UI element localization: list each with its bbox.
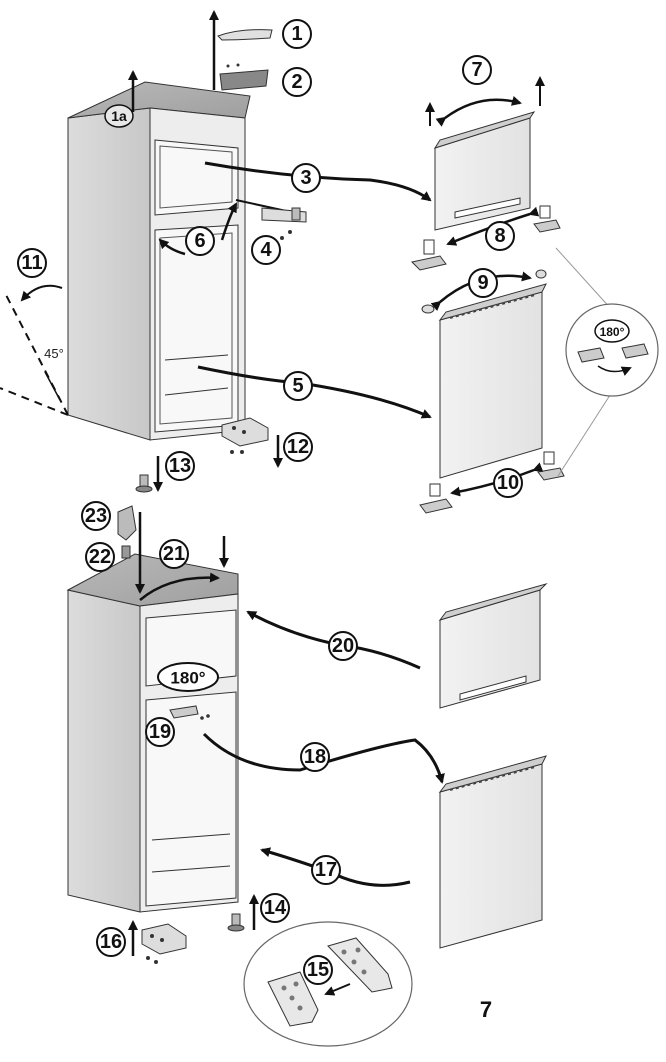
svg-text:15: 15 [307,959,329,981]
callout-19: 19 [145,717,175,747]
svg-text:19: 19 [149,721,171,743]
svg-text:12: 12 [287,436,309,458]
svg-text:22: 22 [89,546,111,568]
callout-12: 12 [283,432,313,462]
svg-text:21: 21 [163,543,185,565]
svg-text:1a: 1a [111,108,127,124]
callout-7: 7 [462,55,492,85]
callout-8: 8 [485,221,515,251]
rotate-badge: 180° [157,662,219,692]
bottom-hinge-b [128,920,187,964]
callout-13: 13 [165,451,195,481]
top-hinge-part [219,63,269,91]
svg-text:20: 20 [332,635,354,657]
hinge-part-19 [169,705,210,720]
svg-text:4: 4 [260,239,272,261]
tilt-guide: 45° [0,284,69,416]
callout-4: 4 [251,235,281,265]
callout-5: 5 [283,371,313,401]
rotate-detail-label: 180° [600,325,625,339]
svg-text:23: 23 [85,505,107,527]
callout-20: 20 [328,631,358,661]
fridge-top-assembly [67,81,251,441]
callout-1a: 1a [104,104,134,128]
callout-1: 1 [282,19,312,49]
callout-22: 22 [85,542,115,572]
svg-text:10: 10 [497,472,519,494]
svg-text:9: 9 [477,272,488,294]
fridge-compartment [154,224,239,433]
foot-b [227,894,259,932]
hinge-cover-part [209,10,273,90]
rotation-detail: 180° [555,247,659,477]
fridge-top-side [67,107,151,441]
hinge-detail [243,921,413,1047]
page-number: 7 [480,997,492,1022]
callout-11: 11 [17,248,47,278]
callout-6: 6 [185,226,215,256]
svg-text:7: 7 [471,59,482,81]
crisper-line [164,354,229,396]
fridge-bottom-side [67,589,141,913]
svg-text:16: 16 [100,931,122,953]
freezer-door-b [438,583,548,709]
angle-label: 45° [44,346,64,361]
callout-15: 15 [303,955,333,985]
arrow-3 [204,161,432,202]
bottom-hinge-part [221,417,283,468]
freezer-door [425,76,545,231]
fridge-door [421,269,547,479]
freezer-compartment [154,139,239,216]
hinge-tool [117,505,145,594]
callout-2: 2 [282,67,312,97]
svg-text:13: 13 [169,455,191,477]
svg-text:6: 6 [194,230,205,252]
callout-3: 3 [291,163,321,193]
svg-text:8: 8 [494,225,505,247]
arrow-6 [220,202,238,241]
svg-text:18: 18 [304,746,326,768]
callout-9: 9 [468,268,498,298]
callout-21: 21 [159,539,189,569]
fridge-door-b [438,755,547,949]
svg-text:2: 2 [291,71,302,93]
svg-text:17: 17 [315,859,337,881]
callout-18: 18 [300,742,330,772]
svg-text:3: 3 [300,167,311,189]
svg-text:11: 11 [21,252,42,274]
freezer-inner [159,145,233,209]
svg-text:5: 5 [292,375,303,397]
callout-10: 10 [493,468,523,498]
svg-text:14: 14 [264,897,287,919]
callout-23: 23 [81,501,111,531]
callout-14: 14 [260,893,290,923]
middle-hinge-part [235,199,307,240]
fridge-bottom-lid [66,553,239,607]
rotate-main-label: 180° [170,669,205,688]
arrow-21 [139,572,220,601]
fridge-compartment-b [145,691,237,907]
callout-17: 17 [311,855,341,885]
svg-text:1: 1 [291,23,302,45]
foot-part [135,456,163,493]
arrow-18 [202,732,445,784]
callout-16: 16 [96,927,126,957]
